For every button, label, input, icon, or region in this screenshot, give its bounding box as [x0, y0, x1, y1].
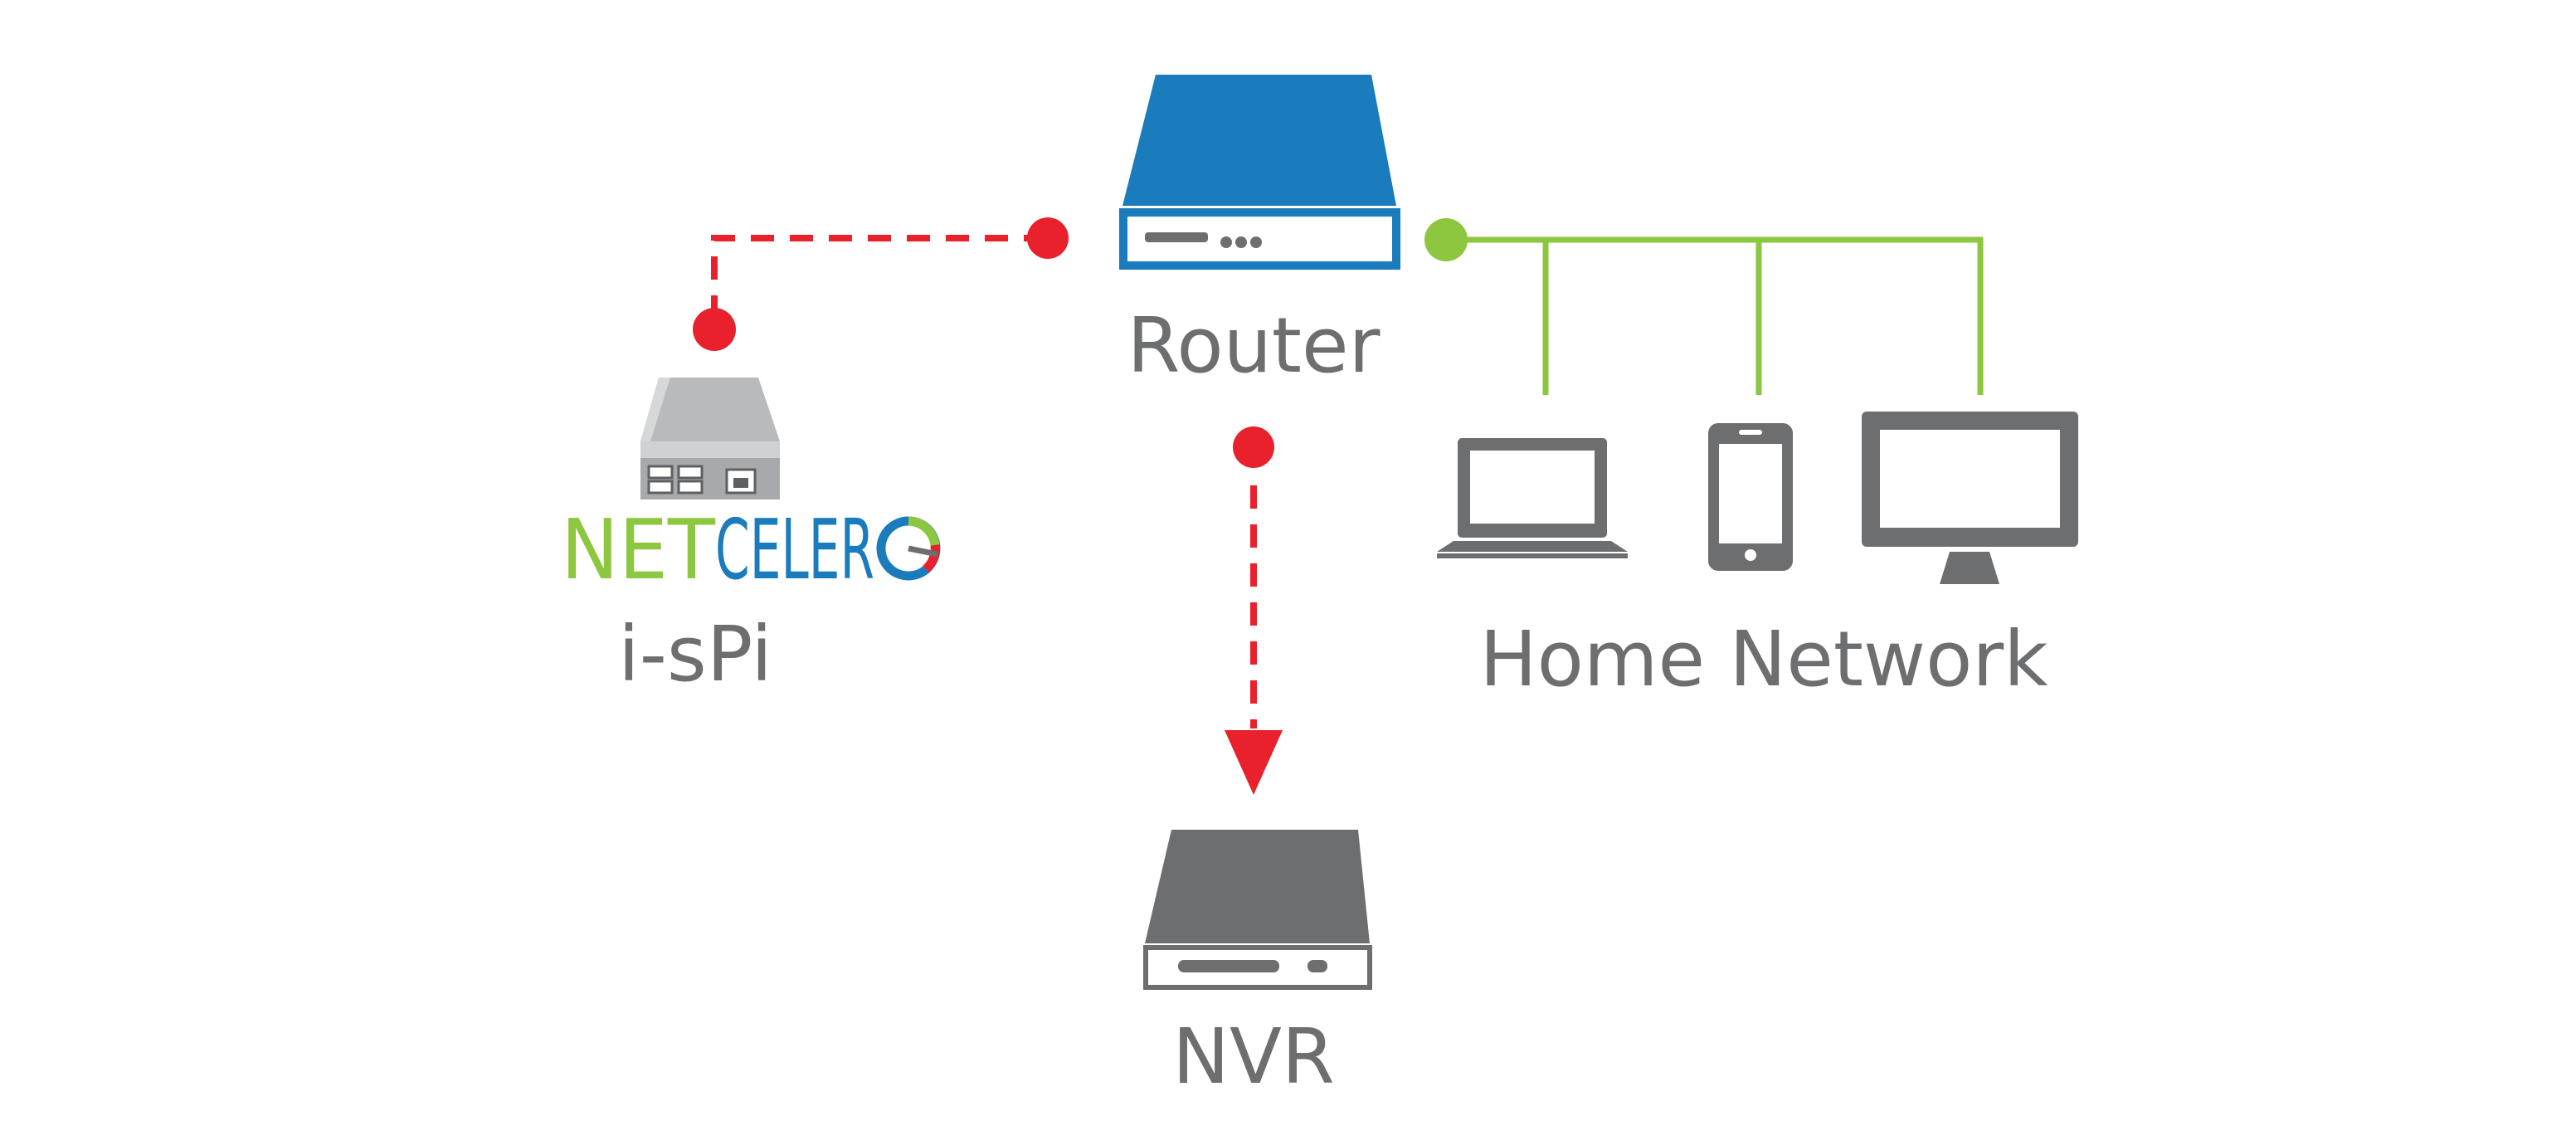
logo-celer: CELER [715, 501, 874, 598]
netcelero-logo: NET CELER [561, 501, 941, 598]
ispi-link [693, 217, 1069, 351]
nvr-link [1225, 426, 1283, 795]
ispi-label: i-sPi [618, 610, 772, 699]
home-network-label: Home Network [1479, 615, 2048, 704]
router-lan-port-dot [1424, 218, 1468, 261]
router-ispi-port-dot [1027, 217, 1069, 259]
nvr-icon [1143, 830, 1372, 990]
nvr-label: NVR [1172, 1012, 1335, 1101]
ispi-device-icon [640, 378, 780, 499]
router-icon [1119, 75, 1400, 270]
router-nvr-port-dot [1233, 426, 1274, 468]
nvr-arrowhead [1225, 730, 1283, 795]
monitor-icon [1862, 412, 2078, 584]
laptop-icon [1437, 438, 1628, 558]
phone-icon [1708, 423, 1793, 571]
home-network-link [1424, 218, 1984, 395]
ispi-port-dot [693, 308, 736, 351]
logo-o-gauge [876, 516, 941, 581]
logo-net: NET [561, 501, 716, 598]
router-label: Router [1127, 301, 1381, 390]
